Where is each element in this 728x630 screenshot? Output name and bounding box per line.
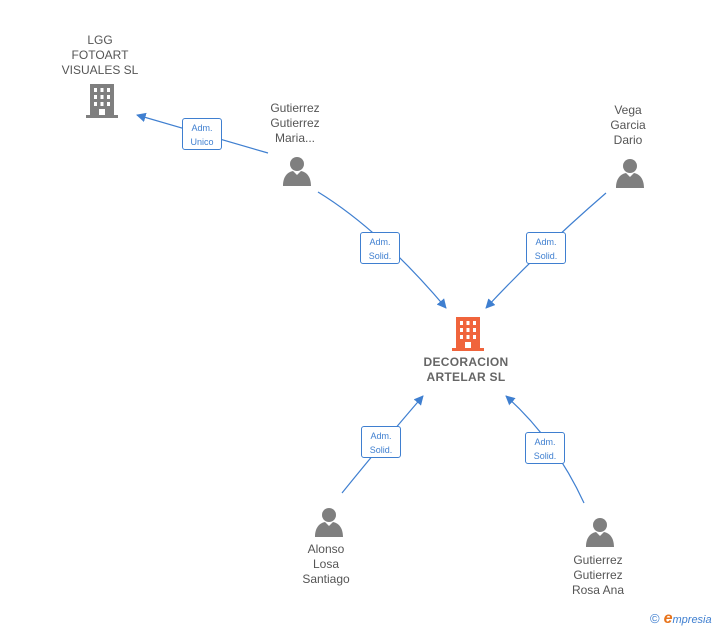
node-label-main-company[interactable]: DECORACION ARTELAR SL xyxy=(406,355,526,385)
edge-label-line: Unico xyxy=(190,137,214,147)
brand-name: mpresia xyxy=(672,614,712,626)
edge-label-line: Adm. xyxy=(535,237,557,247)
copyright-icon: © xyxy=(650,611,660,626)
label-line: ARTELAR SL xyxy=(426,370,506,384)
label-line: Rosa Ana xyxy=(571,583,625,597)
node-label-alonso[interactable]: Alonso Losa Santiago xyxy=(286,542,366,587)
node-label-gutierrez-maria[interactable]: Gutierrez Gutierrez Maria... xyxy=(245,101,345,146)
label-line: LGG xyxy=(87,33,113,47)
building-icon[interactable] xyxy=(86,84,118,118)
person-icon[interactable] xyxy=(283,157,311,186)
label-line: Santiago xyxy=(302,572,350,586)
node-label-lgg[interactable]: LGG FOTOART VISUALES SL xyxy=(40,33,160,78)
edge-label-adm-solid[interactable]: Adm. Solid. xyxy=(361,426,401,458)
label-line: Maria... xyxy=(274,131,315,145)
person-icon[interactable] xyxy=(586,518,614,547)
label-line: Gutierrez xyxy=(270,116,320,130)
building-icon[interactable] xyxy=(452,317,484,351)
empresia-logo: ©empresia xyxy=(650,610,712,628)
node-label-gutierrez-rosa[interactable]: Gutierrez Gutierrez Rosa Ana xyxy=(553,553,643,598)
label-line: Losa xyxy=(312,557,340,571)
edge-label-line: Solid. xyxy=(368,251,392,261)
edge-label-adm-solid[interactable]: Adm. Solid. xyxy=(360,232,400,264)
brand-initial: e xyxy=(663,610,673,627)
label-line: Gutierrez xyxy=(573,568,623,582)
edge-label-adm-solid[interactable]: Adm. Solid. xyxy=(526,232,566,264)
label-line: VISUALES SL xyxy=(61,63,139,77)
edge-label-line: Solid. xyxy=(533,451,557,461)
edge-label-adm-solid[interactable]: Adm. Solid. xyxy=(525,432,565,464)
label-line: Alonso xyxy=(307,542,345,556)
label-line: Garcia xyxy=(610,118,646,132)
edge-label-line: Adm. xyxy=(534,437,556,447)
label-line: Gutierrez xyxy=(270,101,320,115)
person-icon[interactable] xyxy=(616,159,644,188)
edge-label-line: Solid. xyxy=(369,445,393,455)
label-line: Gutierrez xyxy=(573,553,623,567)
edge-label-adm-unico[interactable]: Adm. Unico xyxy=(182,118,222,150)
edge-label-line: Adm. xyxy=(191,123,213,133)
edge-label-line: Adm. xyxy=(369,237,391,247)
label-line: Vega xyxy=(614,103,642,117)
label-line: FOTOART xyxy=(71,48,129,62)
node-label-vega[interactable]: Vega Garcia Dario xyxy=(588,103,668,148)
edge-label-line: Solid. xyxy=(534,251,558,261)
person-icon[interactable] xyxy=(315,508,343,537)
edge-label-line: Adm. xyxy=(370,431,392,441)
label-line: DECORACION xyxy=(423,355,509,369)
label-line: Dario xyxy=(613,133,643,147)
